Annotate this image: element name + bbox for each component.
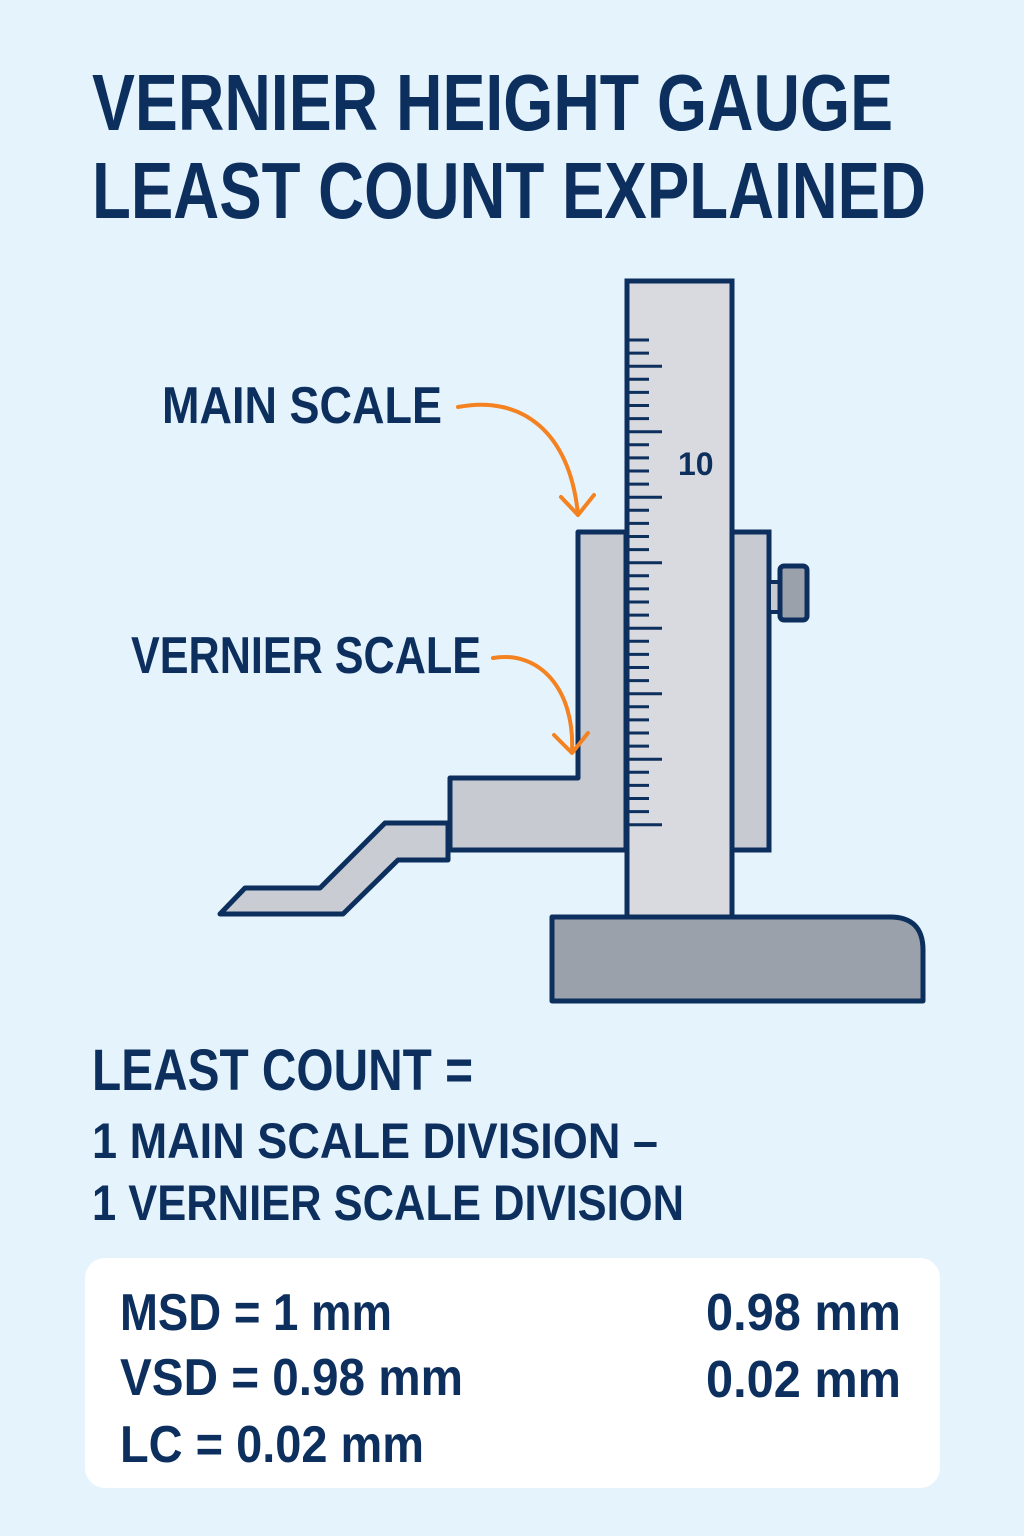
formula-heading: LEAST COUNT = (92, 1038, 473, 1103)
right-value-1: 0.98 mm (706, 1284, 901, 1342)
gauge-base (549, 914, 926, 1004)
formula-line-2: 1 VERNIER SCALE DIVISION (92, 1175, 684, 1231)
right-value-2: 0.02 mm (706, 1351, 901, 1409)
scale-ticks (629, 338, 662, 827)
slider-right-block (729, 529, 772, 853)
msd-value: MSD = 1 mm (120, 1284, 392, 1342)
locking-screw-knob (777, 563, 810, 623)
scale-number: 10 (678, 446, 714, 482)
main-scale-beam (624, 278, 735, 920)
title-line-1: VERNIER HEIGHT GAUGE (92, 58, 893, 147)
main-scale-label: MAIN SCALE (162, 377, 442, 435)
main-scale-arrow-icon (456, 402, 596, 517)
vernier-scale-arrow-icon (491, 654, 590, 755)
lc-value: LC = 0.02 mm (120, 1416, 424, 1474)
vernier-scale-label: VERNIER SCALE (131, 627, 481, 685)
formula-line-1: 1 MAIN SCALE DIVISION – (92, 1113, 658, 1169)
vsd-value: VSD = 0.98 mm (120, 1349, 463, 1407)
title-line-2: LEAST COUNT EXPLAINED (92, 146, 926, 235)
results-box (85, 1258, 940, 1488)
